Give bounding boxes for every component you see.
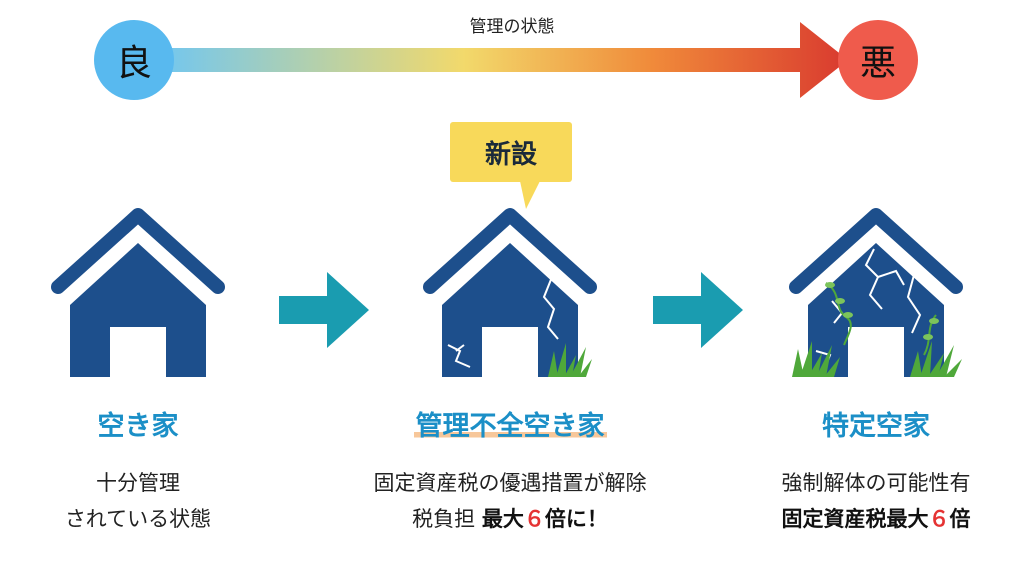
desc-multiplier: ６ (928, 507, 950, 531)
bad-circle: 悪 (838, 20, 918, 100)
desc-line: 強制解体の可能性有 (781, 471, 971, 495)
grass-icon (548, 343, 592, 377)
stage-desc-specified-vacant: 強制解体の可能性有 固定資産税最大６倍 (726, 465, 1024, 537)
right-arrow-icon (279, 272, 369, 348)
scale-gradient-arrow-icon (150, 22, 848, 98)
stage-desc-vacant-house: 十分管理 されている状態 (20, 465, 256, 537)
good-circle: 良 (94, 20, 174, 100)
desc-text: 税負担 (412, 507, 482, 531)
desc-line: 固定資産税最大６倍 (726, 501, 1024, 537)
desc-line: 税負担 最大６倍に！ (330, 501, 690, 537)
grass-icon (792, 341, 962, 377)
cracked-house-icon (423, 208, 597, 377)
stage-title-specified-vacant: 特定空家 (822, 411, 930, 442)
stage-desc-poorly-managed: 固定資産税の優遇措置が解除 税負担 最大６倍に！ (330, 465, 690, 537)
stage-title-text: 管理不全空き家 (413, 411, 607, 442)
stage-title-poorly-managed: 管理不全空き家 (365, 404, 655, 443)
house-icon (51, 208, 225, 377)
right-arrow-icon (653, 272, 743, 348)
desc-emphasis: 倍に！ (544, 507, 608, 531)
badge-tail-icon (520, 181, 540, 209)
desc-line: されている状態 (64, 507, 212, 531)
desc-multiplier: ６ (523, 507, 545, 531)
desc-emphasis: 最大 (481, 507, 524, 531)
desc-emphasis: 固定資産税最大 (781, 507, 929, 531)
ruined-house-icon (789, 208, 963, 377)
desc-emphasis: 倍 (949, 507, 971, 531)
new-badge: 新設 (450, 122, 572, 182)
desc-line: 固定資産税の優遇措置が解除 (373, 471, 647, 495)
stage-title-vacant-house: 空き家 (97, 411, 179, 442)
desc-line: 十分管理 (96, 471, 180, 495)
scale-label: 管理の状態 (469, 17, 555, 37)
